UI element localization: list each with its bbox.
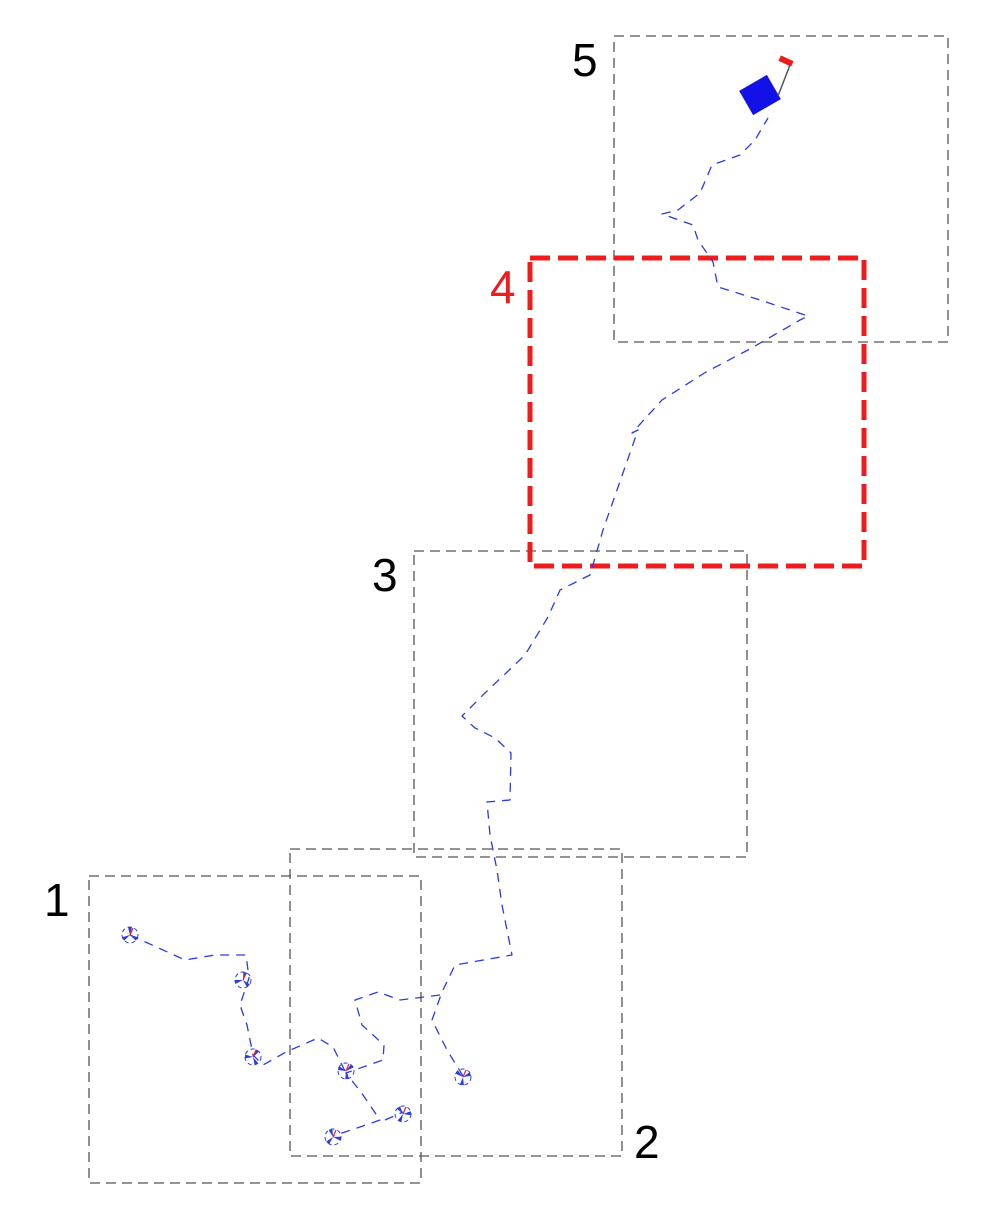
- rotor-icon: [394, 1105, 412, 1123]
- rotor-icon: [454, 1068, 472, 1086]
- rotor-icon: [324, 1128, 342, 1146]
- region-boxes: [88, 35, 949, 1184]
- rotor-icon: [337, 1062, 355, 1080]
- region-box-4: [527, 255, 867, 569]
- trajectory-branch: [332, 991, 441, 1137]
- end-flag: [778, 55, 794, 67]
- trajectory-spur: [384, 1111, 404, 1121]
- region-box-5: [613, 35, 949, 343]
- end-block: [739, 74, 781, 116]
- square-block-icon: [739, 55, 794, 116]
- region-label-3: 3: [372, 549, 398, 601]
- rotor-icon: [244, 1048, 262, 1066]
- rotor-icons: [121, 926, 472, 1146]
- region-label-5: 5: [572, 34, 598, 86]
- end-flag-pole: [777, 64, 791, 97]
- rotor-icon: [121, 926, 139, 944]
- region-box-2: [289, 848, 623, 1157]
- region-label-1: 1: [44, 874, 70, 926]
- trajectory-main: [431, 117, 809, 1077]
- region-label-4: 4: [490, 261, 516, 313]
- region-label-2: 2: [634, 1116, 660, 1168]
- region-box-3: [413, 550, 748, 858]
- rotor-icon: [234, 971, 252, 989]
- paths: [129, 117, 809, 1137]
- trajectory-start: [129, 934, 347, 1074]
- region-box-1: [88, 875, 422, 1184]
